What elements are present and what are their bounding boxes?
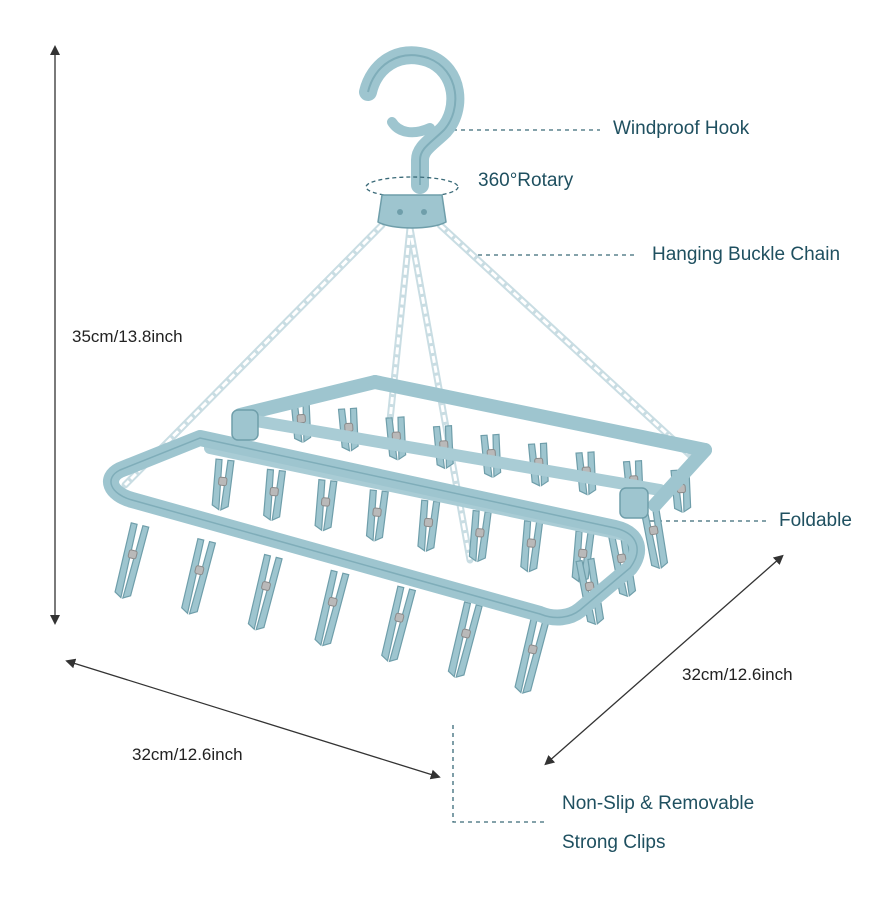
- hanger-frame: [103, 375, 712, 694]
- clip: [514, 617, 550, 694]
- clip: [211, 458, 235, 511]
- clip: [263, 468, 287, 522]
- chain-label: Hanging Buckle Chain: [652, 244, 841, 265]
- clip: [114, 522, 150, 599]
- clip-group: [114, 398, 692, 694]
- clips-label-line1: Non-Slip & Removable: [562, 793, 755, 814]
- clip: [571, 530, 595, 583]
- clips-label-line2: Strong Clips: [562, 832, 666, 853]
- clip: [468, 509, 492, 563]
- width-dimension-label: 32cm/12.6inch: [132, 745, 243, 764]
- clip: [365, 489, 389, 542]
- foldable-label: Foldable: [779, 510, 852, 531]
- width-dimension-line: [65, 658, 441, 780]
- clip: [417, 499, 441, 552]
- depth-dimension-label: 32cm/12.6inch: [682, 665, 793, 684]
- clip: [314, 478, 338, 532]
- rotary-label: 360°Rotary: [478, 170, 574, 191]
- clip: [247, 553, 283, 631]
- fold-hinge: [619, 487, 649, 519]
- hook-label: Windproof Hook: [613, 118, 750, 139]
- depth-dimension-line: [544, 554, 784, 766]
- rotary-ring: [365, 176, 459, 198]
- clip: [520, 520, 544, 573]
- clip: [381, 585, 417, 663]
- windproof-hook: [359, 46, 465, 229]
- clip: [447, 601, 483, 679]
- clips-leader-line: [452, 725, 545, 823]
- height-dimension-label: 35cm/13.8inch: [72, 327, 183, 346]
- clip: [314, 569, 350, 647]
- clip: [181, 537, 217, 615]
